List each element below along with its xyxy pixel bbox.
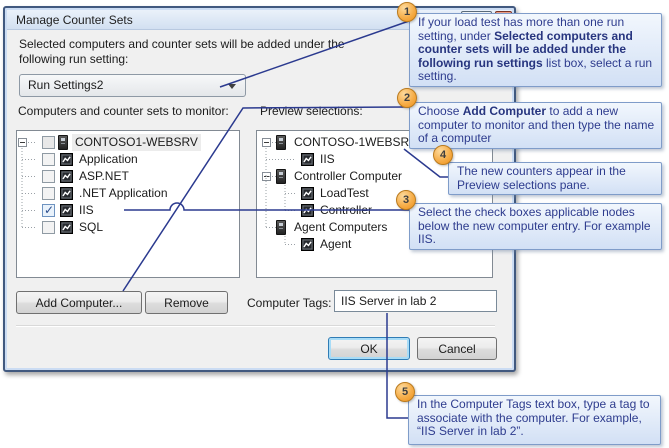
computer-tags-label: Computer Tags: (247, 296, 332, 310)
computer-tags-input[interactable] (334, 290, 497, 312)
add-computer-button[interactable]: Add Computer... (16, 291, 142, 314)
right-tree-label: Preview selections: (260, 104, 363, 118)
counter-set-icon (301, 238, 314, 251)
intro-label: Selected computers and counter sets will… (19, 37, 345, 66)
counter-set-icon (301, 204, 314, 217)
tree-item-label[interactable]: Application (79, 152, 138, 166)
tree-item-label[interactable]: Agent (320, 237, 352, 251)
tree-item-label[interactable]: Controller (320, 203, 373, 217)
counter-set-icon (60, 153, 73, 166)
computer-icon (276, 220, 286, 235)
tree-item-label[interactable]: CONTOSO-1WEBSRV (294, 135, 417, 149)
left-tree-label: Computers and counter sets to monitor: (18, 104, 229, 118)
cancel-button[interactable]: Cancel (417, 337, 497, 360)
callout-text: to add a new computer to monitor and the… (418, 104, 655, 145)
tree-checkbox[interactable] (42, 221, 55, 234)
callout-text: Select the check boxes applicable nodes … (418, 205, 651, 246)
tree-expander-icon[interactable] (262, 172, 271, 181)
callout-text: Add Computer (462, 104, 547, 118)
callout-number-balloon: 2 (397, 88, 417, 108)
callout-box: If your load test has more than one run … (409, 13, 662, 87)
callout-text: The new counters appear in the Preview s… (457, 164, 626, 192)
run-setting-value: Run Settings2 (28, 78, 104, 92)
counter-set-icon (60, 170, 73, 183)
callout-text: In the Computer Tags text box, type a ta… (417, 397, 650, 438)
tree-expander-icon[interactable] (18, 138, 27, 147)
counter-set-icon (301, 153, 314, 166)
tree-item-label[interactable]: LoadTest (320, 186, 369, 200)
tree-item-label[interactable]: IIS (79, 203, 94, 217)
callout-number-balloon: 3 (396, 190, 416, 210)
tree-item-label[interactable]: SQL (79, 220, 104, 234)
tree-checkbox[interactable] (42, 153, 55, 166)
tree-item-label[interactable]: Controller Computer (294, 169, 403, 183)
tree-checkbox[interactable] (42, 187, 55, 200)
tree-checkbox-checked[interactable] (42, 203, 55, 217)
callout-text: Selected computers and counter sets will… (418, 28, 633, 70)
run-setting-dropdown[interactable]: Run Settings2 (19, 74, 246, 97)
tree-item-label[interactable]: CONTOSO1-WEBSRV (72, 134, 201, 151)
tree-item-label[interactable]: .NET Application (79, 186, 168, 200)
callout-text: list box, select a run setting. (418, 55, 653, 83)
callout-number-balloon: 5 (395, 382, 415, 402)
callout-box: Select the check boxes applicable nodes … (409, 203, 662, 250)
dialog-title: Manage Counter Sets (16, 13, 133, 27)
counter-set-icon (60, 204, 73, 217)
tree-item-label[interactable]: IIS (320, 152, 335, 166)
callout-text: If your load test has more than one run … (418, 15, 625, 43)
callout-number-balloon: 4 (433, 145, 453, 165)
separator (16, 325, 495, 327)
ok-button[interactable]: OK (328, 337, 410, 360)
computer-icon (58, 135, 68, 150)
computer-icon (276, 169, 286, 184)
tree-item-label[interactable]: ASP.NET (79, 169, 129, 183)
tree-checkbox[interactable] (42, 136, 55, 149)
counter-set-icon (60, 187, 73, 200)
callout-number-balloon: 1 (397, 2, 417, 22)
tree-checkbox[interactable] (42, 170, 55, 183)
tree-expander-icon[interactable] (262, 138, 271, 147)
callout-text: Choose (418, 104, 463, 118)
tree-item-label[interactable]: Agent Computers (294, 220, 388, 234)
counter-set-icon (301, 187, 314, 200)
callout-box: Choose Add Computer to add a new compute… (409, 102, 662, 149)
chevron-down-icon (228, 84, 236, 89)
counter-set-icon (60, 221, 73, 234)
callout-box: The new counters appear in the Preview s… (448, 162, 662, 195)
callout-box: In the Computer Tags text box, type a ta… (408, 395, 661, 445)
computer-icon (276, 135, 286, 150)
remove-button[interactable]: Remove (145, 291, 228, 314)
